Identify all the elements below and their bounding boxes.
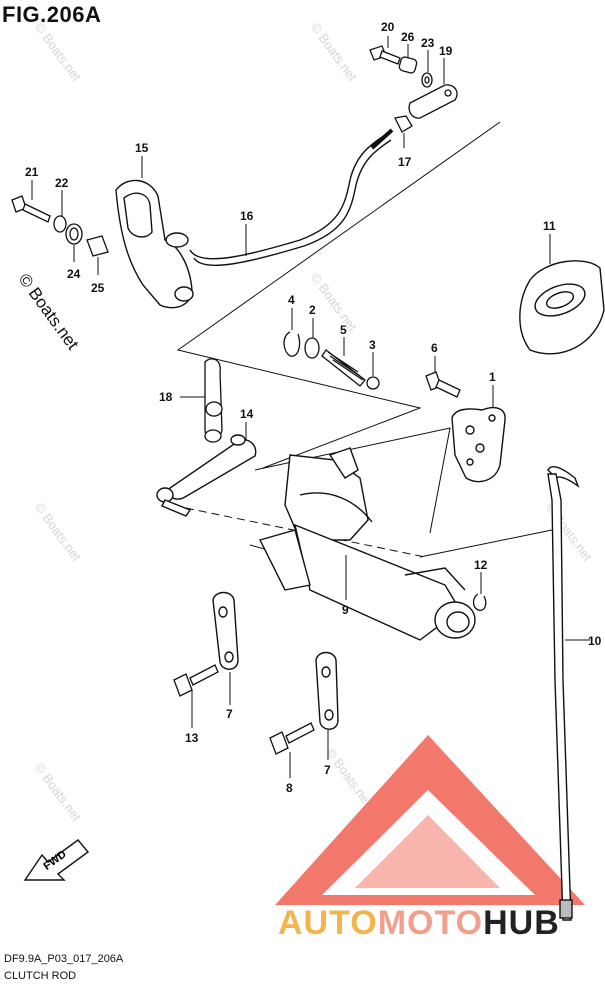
part-label-7: 7	[226, 707, 233, 721]
part-label-17: 17	[398, 155, 412, 169]
part-label-12: 12	[474, 558, 488, 572]
part-label-8: 8	[286, 781, 293, 795]
part-labels: 20 26 23 19 17 15 16 21 22 24 25 11 4 2 …	[25, 20, 602, 795]
part-label-6: 6	[431, 341, 438, 355]
strap-7	[212, 591, 239, 670]
shaft-9	[258, 447, 476, 641]
spring-assembly	[283, 331, 380, 390]
automotohub-logo	[275, 735, 585, 905]
boot-11	[519, 260, 605, 355]
part-label-14: 14	[240, 407, 254, 421]
part-label-9: 9	[342, 603, 349, 617]
figure-code: DF9.9A_P03_017_206A	[4, 953, 124, 965]
bolt-21	[11, 195, 109, 257]
part-label-25: 25	[91, 281, 105, 295]
clip-17	[394, 115, 413, 133]
figure-caption: CLUTCH ROD	[4, 970, 77, 982]
brand-wordmark: AUTOMOTOHUB	[278, 904, 560, 943]
part-label-3: 3	[369, 338, 376, 352]
clutch-bracket	[115, 179, 194, 309]
clip-12	[472, 593, 487, 611]
part-label-23: 23	[421, 36, 435, 50]
fwd-arrow-icon: FWD	[23, 839, 90, 881]
part-label-24: 24	[67, 267, 81, 281]
bolt-6	[425, 371, 461, 398]
part-label-1: 1	[489, 370, 496, 384]
part-label-26: 26	[401, 30, 415, 44]
part-label-4: 4	[288, 293, 295, 307]
brand-part-auto: AUTO	[278, 904, 378, 942]
bolt-20	[369, 45, 433, 88]
part-label-2: 2	[309, 303, 316, 317]
part-label-13: 13	[185, 731, 199, 745]
part-label-20: 20	[381, 20, 395, 34]
rod-end-19	[408, 84, 458, 119]
link-18	[204, 358, 223, 443]
part-label-10: 10	[588, 634, 602, 648]
brand-part-moto: MOTO	[377, 904, 484, 942]
bolt-13	[173, 664, 219, 697]
leader-lines	[31, 36, 590, 778]
part-label-15: 15	[135, 141, 149, 155]
bolt-8	[269, 722, 315, 755]
part-label-5: 5	[340, 323, 347, 337]
part-label-7b: 7	[324, 763, 331, 777]
part-label-19: 19	[439, 44, 453, 58]
rod-10	[547, 466, 580, 921]
part-label-11: 11	[543, 219, 556, 233]
brand-part-hub: HUB	[483, 904, 560, 942]
strap-7b	[315, 651, 339, 730]
part-label-22: 22	[55, 176, 69, 190]
part-label-18: 18	[159, 390, 173, 404]
plate-1	[451, 406, 506, 483]
lever-14	[156, 434, 257, 517]
figure-title: FIG.206A	[2, 2, 102, 27]
part-label-21: 21	[25, 165, 39, 179]
clutch-rod-16	[189, 128, 394, 267]
part-label-16: 16	[240, 209, 254, 223]
guide-lines	[176, 121, 553, 558]
